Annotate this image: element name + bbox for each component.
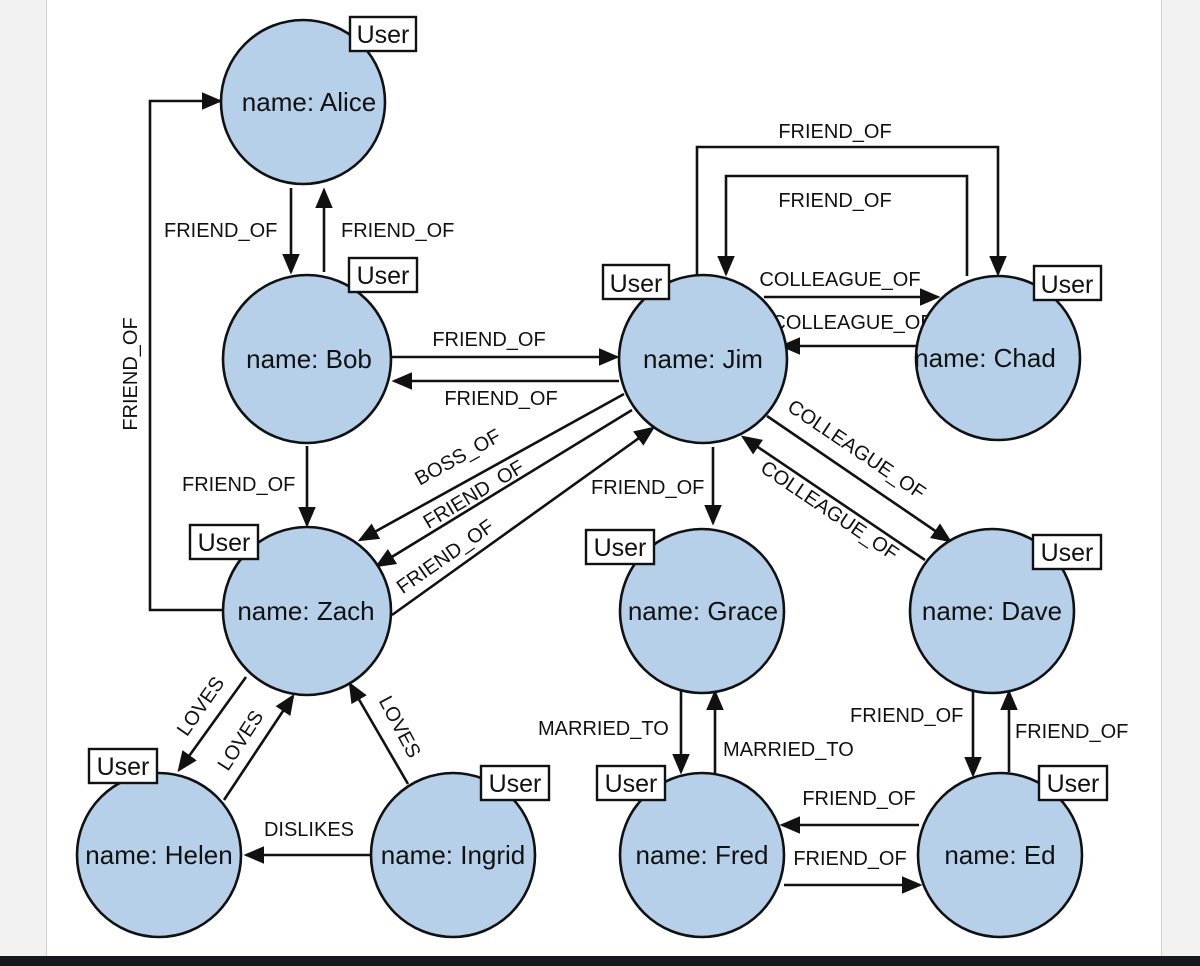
node-helen[interactable]: name: Helen User [75, 747, 243, 939]
user-tag-label: User [357, 262, 410, 290]
user-tag [1037, 764, 1109, 802]
edge-label-ingrid-zach: LOVES [374, 693, 425, 762]
node-label: name: Helen [85, 840, 232, 870]
edge-label-zach-alice: FRIEND_OF [120, 317, 142, 430]
edge-label-jim-bob: FRIEND_OF [444, 388, 557, 410]
node-label: name: Alice [242, 87, 376, 117]
node-chad[interactable]: name: Chad User [914, 264, 1103, 442]
node-label: name: Chad [914, 343, 1056, 373]
edge-label-bob-zach: FRIEND_OF [182, 474, 295, 496]
node-fred[interactable]: name: Fred User [595, 764, 786, 939]
user-tag [584, 528, 656, 566]
node-label: name: Ed [944, 840, 1055, 870]
user-tag-label: User [489, 770, 542, 798]
edge-label-ed-fred: FRIEND_OF [802, 788, 915, 810]
node-circle [221, 273, 393, 445]
edge-label-chad-jim-colleague: COLLEAGUE_OF [771, 312, 932, 334]
edge-label-bob-jim: FRIEND_OF [432, 329, 545, 351]
user-tag-label: User [1047, 770, 1100, 798]
user-tag-label: User [1041, 271, 1094, 299]
edge-label-fred-ed: FRIEND_OF [793, 848, 906, 870]
node-circle [916, 771, 1084, 939]
user-tag-label: User [610, 270, 663, 298]
bottom-bar [0, 956, 1200, 966]
edge-jim-dave [766, 414, 953, 543]
edge-label-alice-bob: FRIEND_OF [164, 220, 277, 242]
edge-label-zach-jim: FRIEND_OF [393, 516, 498, 599]
user-tag [348, 15, 418, 53]
node-circle [221, 525, 393, 697]
node-circle [617, 273, 789, 445]
edge-label-ingrid-helen: DISLIKES [264, 819, 354, 841]
node-circle [75, 771, 243, 939]
edge-label-bob-alice: FRIEND_OF [341, 220, 454, 242]
edge-zach-helen [177, 676, 248, 773]
user-tag-label: User [97, 753, 150, 781]
edge-jim-zach-friend [374, 408, 633, 568]
edge-label-dave-ed: FRIEND_OF [850, 705, 963, 727]
node-dave[interactable]: name: Dave User [908, 527, 1103, 695]
edge-label-zach-helen: LOVES [173, 673, 229, 740]
node-circle [369, 771, 537, 939]
edge-label-jim-chad-colleague: COLLEAGUE_OF [759, 269, 920, 291]
node-label: name: Zach [237, 596, 374, 626]
node-label: name: Bob [246, 344, 372, 374]
node-ingrid[interactable]: name: Ingrid User [369, 764, 551, 939]
node-alice[interactable]: name: Alice User [219, 15, 418, 186]
user-tag [1032, 264, 1103, 302]
user-tag [1031, 533, 1103, 571]
node-label: name: Jim [643, 344, 763, 374]
user-tag [87, 747, 159, 785]
edge-label-grace-fred: MARRIED_TO [538, 718, 669, 740]
edge-chad-jim-inner [717, 174, 969, 277]
user-tag-label: User [198, 529, 251, 557]
user-tag-label: User [1041, 539, 1094, 567]
user-tag [601, 263, 671, 301]
node-circle [618, 527, 786, 695]
user-tag [347, 256, 419, 294]
node-label: name: Grace [628, 596, 778, 626]
edge-label-chad-jim-inner: FRIEND_OF [778, 190, 891, 212]
edge-jim-chad-outer [695, 145, 1007, 278]
node-circle [618, 771, 786, 939]
node-zach[interactable]: name: Zach User [188, 523, 393, 697]
edge-label-jim-chad-outer: FRIEND_OF [778, 121, 891, 143]
edge-label-jim-grace: FRIEND_OF [591, 477, 704, 499]
user-tag [188, 523, 260, 561]
node-bob[interactable]: name: Bob User [221, 256, 419, 445]
user-tag [595, 764, 667, 802]
user-tag-label: User [605, 770, 658, 798]
edge-jim-zach-boss [357, 392, 625, 542]
node-label: name: Dave [922, 596, 1062, 626]
user-tag-label: User [594, 534, 647, 562]
edge-label-ed-dave: FRIEND_OF [1015, 721, 1128, 743]
edge-labels: FRIEND_OF FRIEND_OF FRIEND_OF FRIEND_OF … [120, 121, 1128, 870]
edges [148, 92, 1018, 894]
user-tag [479, 764, 551, 802]
node-jim[interactable]: name: Jim User [601, 263, 789, 445]
node-label: name: Ingrid [381, 840, 526, 870]
edge-zach-alice [148, 92, 224, 612]
edge-ingrid-zach [348, 681, 410, 785]
node-grace[interactable]: name: Grace User [584, 527, 786, 695]
edge-dave-jim [740, 435, 926, 562]
edge-helen-zach [222, 693, 295, 801]
edge-zach-jim [391, 426, 656, 617]
edge-label-fred-grace: MARRIED_TO [723, 739, 854, 761]
node-circle [914, 274, 1082, 442]
node-label: name: Fred [636, 840, 769, 870]
node-ed[interactable]: name: Ed User [916, 764, 1109, 939]
user-tag-label: User [357, 21, 410, 49]
edge-label-helen-zach: LOVES [214, 707, 269, 775]
node-circle [219, 18, 387, 186]
